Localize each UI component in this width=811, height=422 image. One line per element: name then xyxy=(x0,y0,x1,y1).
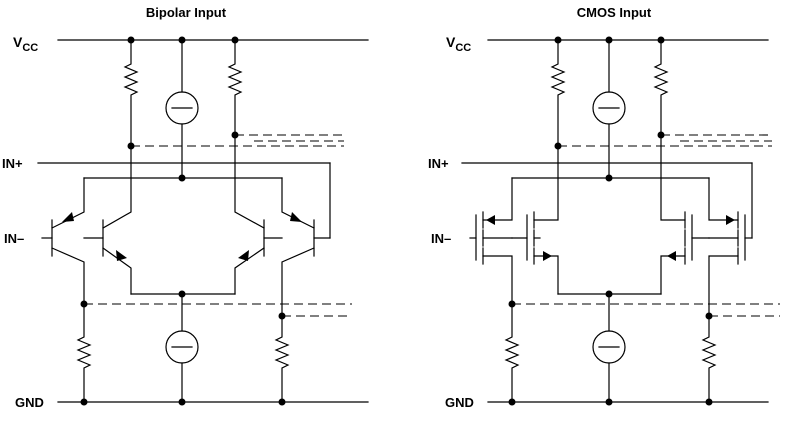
cmos-in-plus-label: IN+ xyxy=(428,156,449,171)
bipolar-bottom-resistor-left xyxy=(76,303,92,403)
cmos-in-minus-label: IN– xyxy=(431,231,451,246)
bipolar-vcc-label: VCC xyxy=(13,34,38,54)
cmos-top-current-source xyxy=(592,39,626,179)
bipolar-top-resistor-left xyxy=(123,39,139,147)
bipolar-title: Bipolar Input xyxy=(146,5,227,20)
bipolar-transistor-outer-left xyxy=(51,177,85,305)
bipolar-gnd-label: GND xyxy=(15,395,44,410)
cmos-transistor-inner-right xyxy=(660,134,710,295)
bipolar-bottom-resistor-right xyxy=(274,315,290,403)
bipolar-input-panel: Bipolar Input VCC IN+ IN– GND xyxy=(2,5,369,410)
cmos-bottom-current-source xyxy=(592,293,626,403)
cmos-title: CMOS Input xyxy=(577,5,652,20)
cmos-transistor-outer-right xyxy=(708,162,753,317)
cmos-top-resistor-left xyxy=(550,39,566,147)
bipolar-bottom-current-source xyxy=(165,293,199,403)
bipolar-junction-dots xyxy=(80,36,286,406)
cmos-transistor-outer-left xyxy=(475,177,513,305)
cmos-bottom-resistor-left xyxy=(504,303,520,403)
cmos-junction-dots xyxy=(508,36,713,406)
cmos-transistor-inner-left xyxy=(511,145,559,295)
bipolar-transistor-inner-left xyxy=(83,145,132,295)
cmos-top-resistor-right xyxy=(653,39,669,136)
bipolar-transistor-inner-right xyxy=(234,134,283,295)
cmos-input-panel: CMOS Input VCC IN+ IN– GND xyxy=(428,5,780,410)
bipolar-top-current-source xyxy=(165,39,199,179)
bipolar-in-plus-label: IN+ xyxy=(2,156,23,171)
cmos-vcc-label: VCC xyxy=(446,34,471,54)
cmos-gnd-label: GND xyxy=(445,395,474,410)
bipolar-in-minus-label: IN– xyxy=(4,231,24,246)
cmos-bottom-resistor-right xyxy=(701,315,717,403)
bipolar-transistor-outer-right xyxy=(281,162,331,317)
bipolar-top-resistor-right xyxy=(227,39,243,136)
